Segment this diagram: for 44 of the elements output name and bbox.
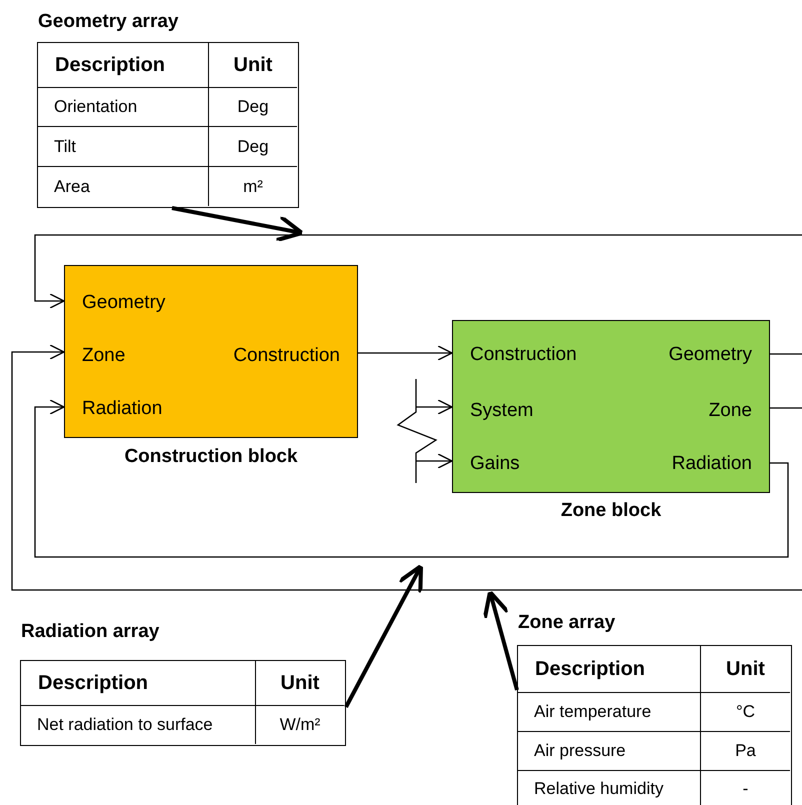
arrow: [172, 206, 304, 242]
table-cell: Net radiation to surface: [21, 706, 256, 744]
port-label: Construction: [233, 344, 340, 368]
port-label: Radiation: [672, 452, 752, 476]
header-cell: Description: [518, 646, 701, 693]
arrow: [416, 399, 453, 415]
arrow: [34, 399, 789, 558]
block-title: Construction block: [123, 445, 299, 469]
table-title: Geometry array: [38, 11, 178, 33]
header-cell: Unit: [701, 646, 790, 693]
table-cell: Relative humidity: [518, 771, 701, 805]
block-title: Zone block: [560, 499, 662, 523]
table-cell: °C: [701, 693, 790, 732]
port-label: Zone: [82, 344, 126, 368]
table-cell: Pa: [701, 732, 790, 771]
table-cell: Area: [38, 167, 209, 206]
port-label: System: [470, 399, 534, 423]
header-cell: Description: [38, 43, 209, 88]
table-cell: Air pressure: [518, 732, 701, 771]
arrow: [11, 344, 802, 591]
arrow: [358, 345, 453, 361]
table-cell: Deg: [209, 127, 297, 167]
arrow: [416, 453, 453, 469]
header-cell: Unit: [209, 43, 297, 88]
header-cell: Unit: [256, 661, 344, 706]
table-title: Radiation array: [21, 621, 160, 643]
table-cell-text: -: [742, 778, 750, 800]
port-label: Geometry: [668, 343, 752, 367]
header-cell: Description: [21, 661, 256, 706]
table-title: Zone array: [518, 612, 616, 634]
port-label: Gains: [470, 452, 520, 476]
table-cell-text: W/m²: [278, 714, 322, 736]
port-label: Radiation: [82, 397, 162, 421]
arrow: [344, 564, 424, 708]
table-cell: Orientation: [38, 88, 209, 127]
table-cell-text: m²: [242, 176, 264, 198]
port-label: Zone: [708, 399, 752, 423]
table-cell: Air temperature: [518, 693, 701, 732]
arrow: [482, 590, 519, 691]
table-cell: Tilt: [38, 127, 209, 167]
table-cell: Deg: [209, 88, 297, 127]
port-label: Geometry: [82, 291, 166, 315]
arrow: [34, 234, 802, 355]
port-label: Construction: [470, 343, 577, 367]
